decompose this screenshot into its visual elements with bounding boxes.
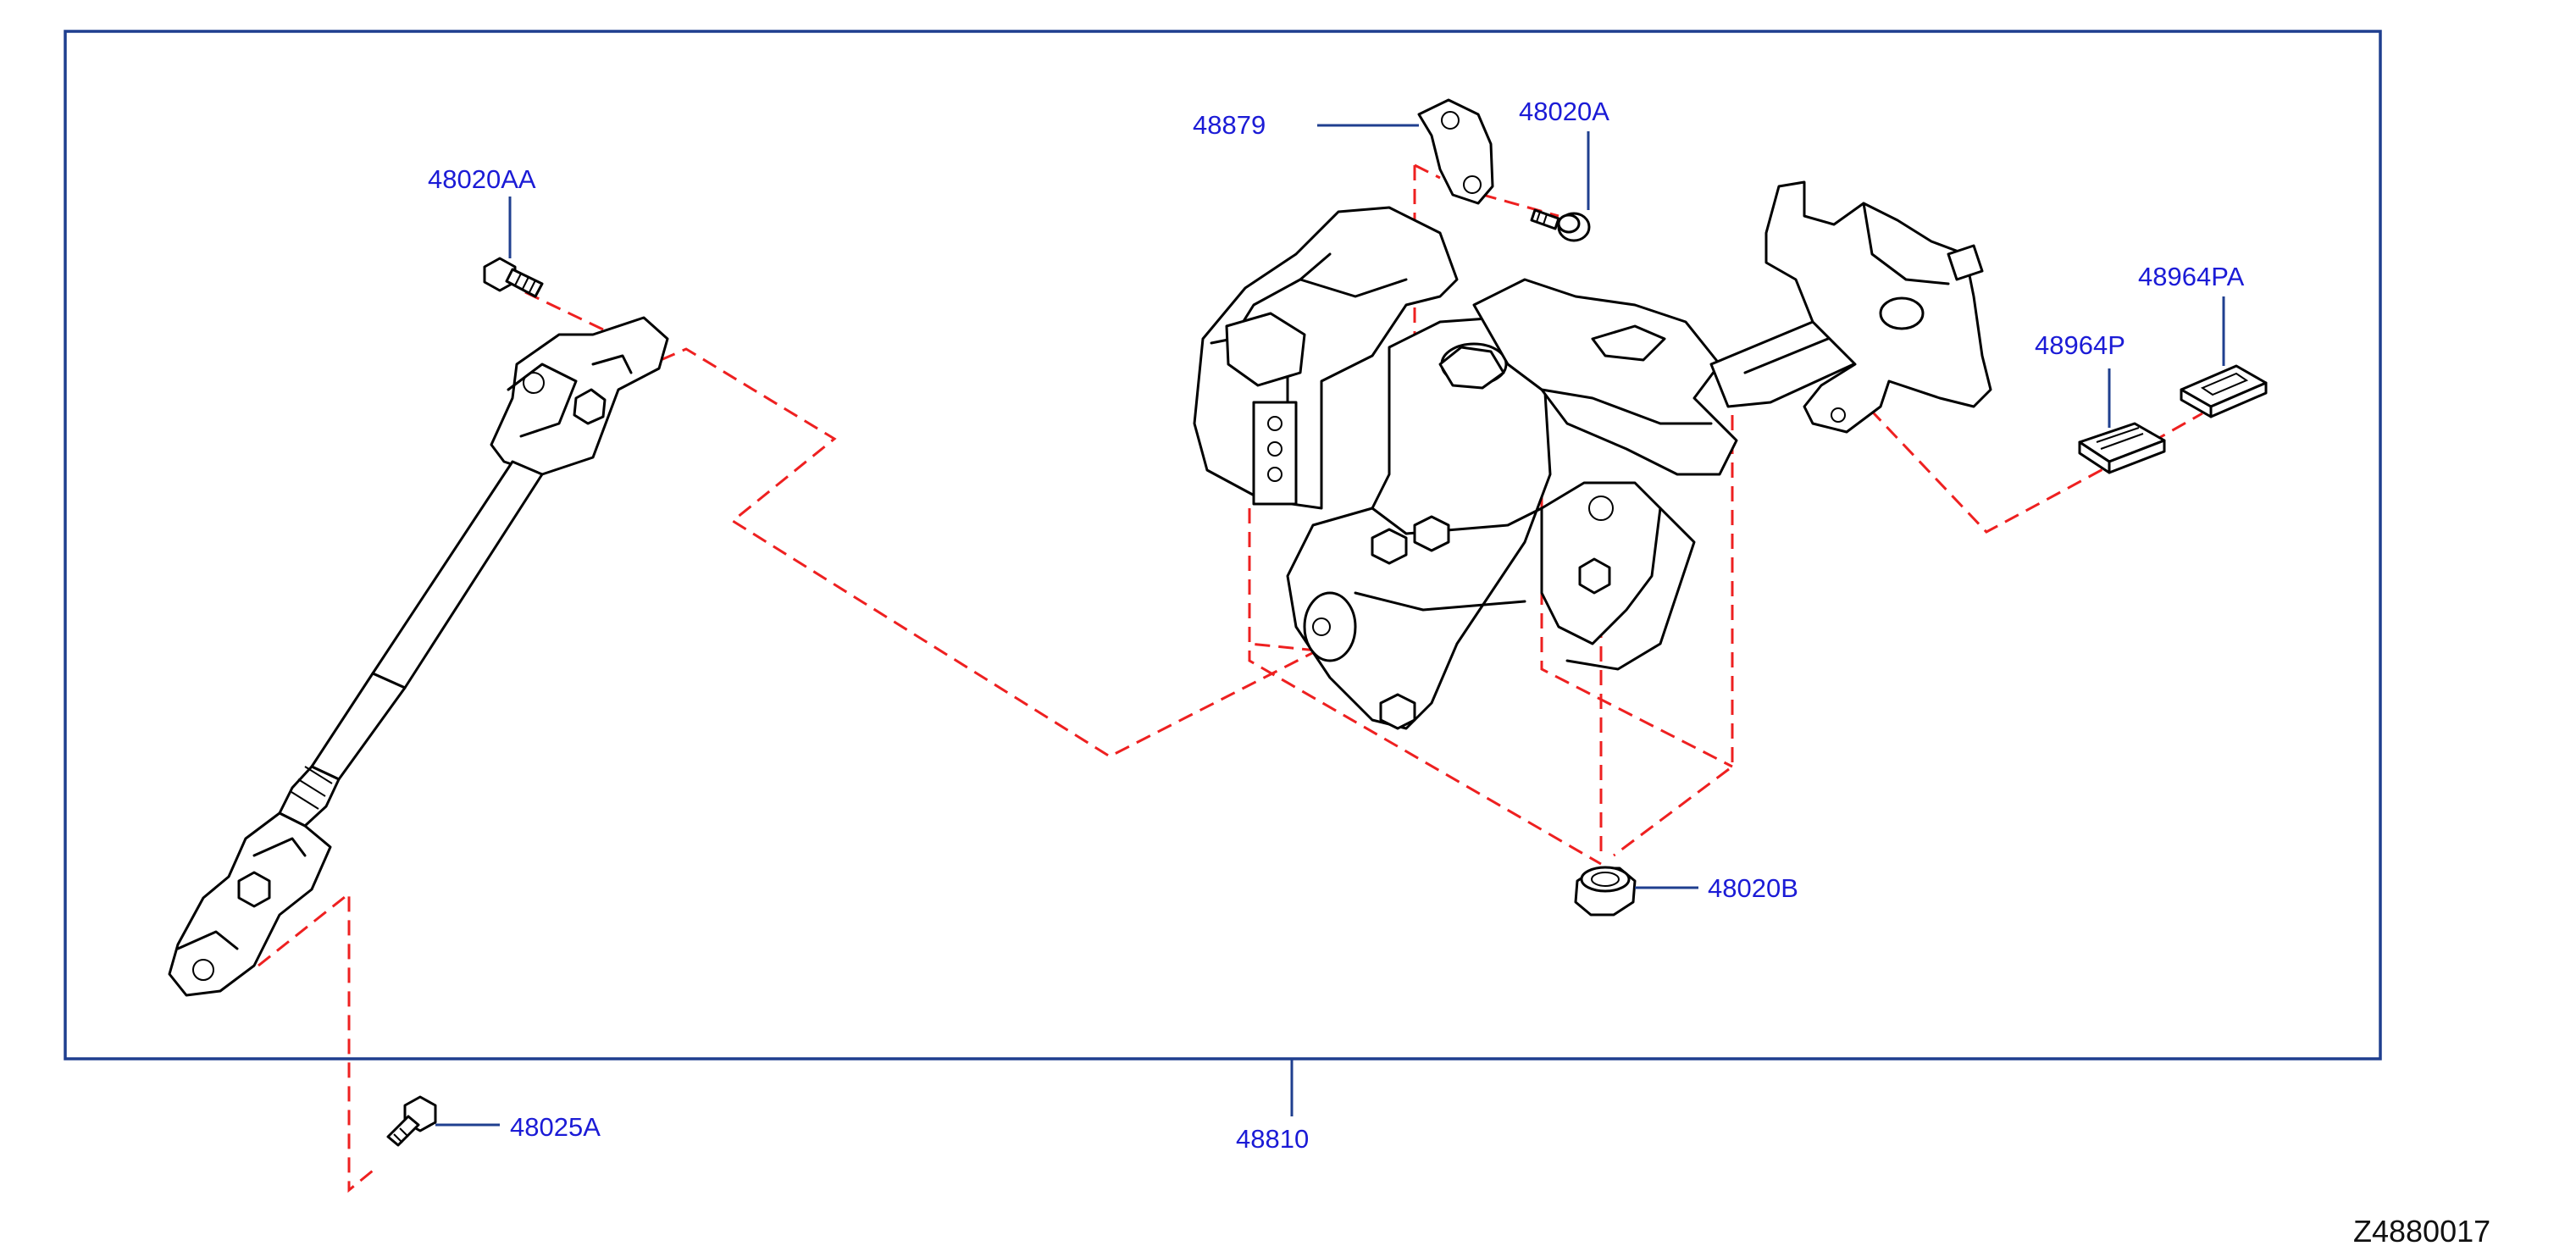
bolt-48020aa <box>483 257 544 298</box>
bracket-48879 <box>1417 98 1494 205</box>
callout-48020aa: 48020AA <box>428 164 536 194</box>
callout-48810: 48810 <box>1236 1124 1309 1154</box>
callout-48020b: 48020B <box>1708 873 1798 903</box>
callout-48964p: 48964P <box>2035 330 2125 360</box>
callout-48964pa: 48964PA <box>2138 262 2245 291</box>
connector-block <box>1225 312 1306 387</box>
steering-column-assembly <box>1193 180 1992 730</box>
callout-48025a: 48025A <box>510 1112 601 1142</box>
shaft-tube <box>371 460 544 689</box>
upper-column-bracket <box>1472 278 1738 476</box>
clip-48964p <box>2078 422 2166 474</box>
yoke-bolt-head <box>573 388 607 425</box>
callout-48020a: 48020A <box>1519 97 1609 126</box>
assembly-frame <box>64 30 2382 1060</box>
diagram-id: Z4880017 <box>2353 1214 2490 1249</box>
bolt-48025a <box>386 1095 437 1147</box>
clip-48964pa <box>2180 364 2268 418</box>
intermediate-shaft <box>168 316 669 997</box>
leader-lines <box>435 124 2225 1127</box>
bolt-48020a <box>1530 208 1591 242</box>
column-top-bracket <box>1764 180 1992 434</box>
lower-yoke-bolt-head <box>237 871 271 908</box>
callout-48879: 48879 <box>1193 110 1266 140</box>
nut-48020b <box>1574 866 1637 916</box>
